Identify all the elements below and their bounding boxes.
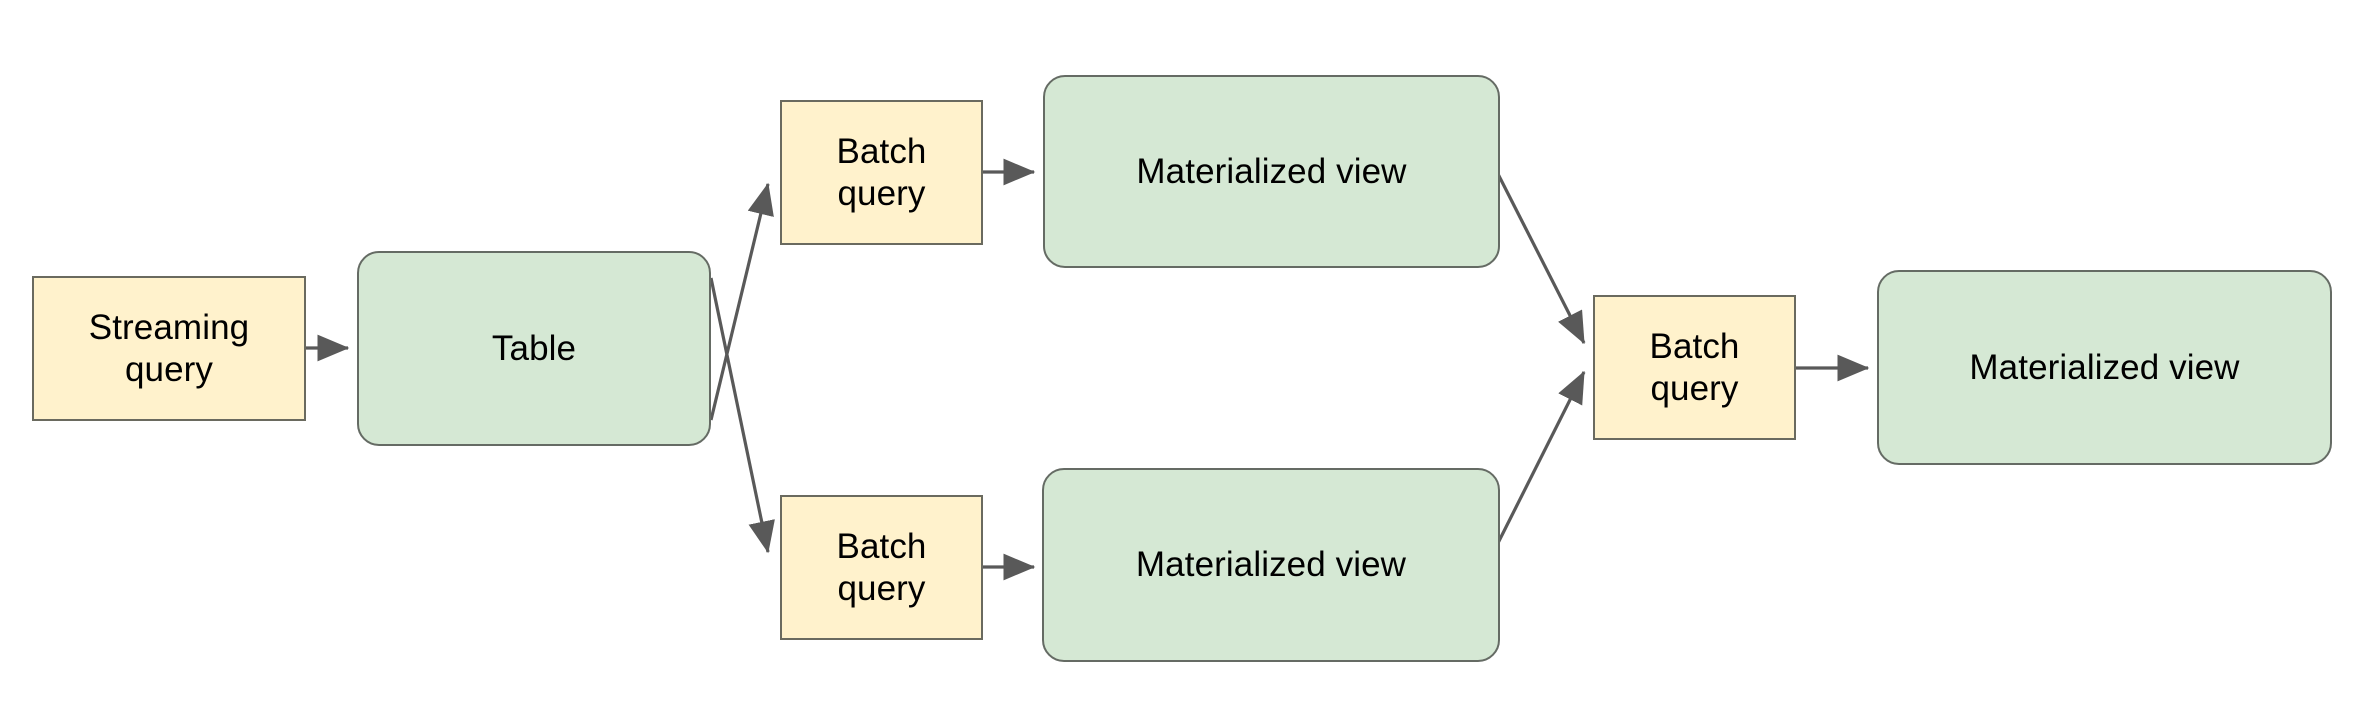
node-label: Table [491, 328, 577, 368]
node-batch-query-bottom[interactable]: Batch query [780, 495, 983, 640]
node-label: Materialized view [1135, 545, 1407, 585]
edge-edge-mv-bottom-to-batch-join [1495, 370, 1586, 546]
edge-edge-mv-top-to-batch-join [1495, 171, 1586, 345]
node-materialized-view-bottom[interactable]: Materialized view [1042, 468, 1500, 662]
node-batch-query-join[interactable]: Batch query [1593, 295, 1796, 440]
node-label: Materialized view [1969, 347, 2240, 387]
node-label: Materialized view [1136, 151, 1407, 191]
node-label: Batch query [836, 527, 927, 608]
node-label: Batch query [1649, 327, 1740, 408]
node-batch-query-top[interactable]: Batch query [780, 100, 983, 245]
node-label: Streaming query [88, 308, 250, 389]
node-materialized-view-top[interactable]: Materialized view [1043, 75, 1500, 268]
node-streaming-query[interactable]: Streaming query [32, 276, 306, 421]
edge-edge-table-to-batch-top [709, 182, 774, 421]
node-table[interactable]: Table [357, 251, 711, 446]
node-materialized-view-final[interactable]: Materialized view [1877, 270, 2332, 465]
node-label: Batch query [836, 132, 927, 213]
edge-edge-table-to-batch-bottom [709, 277, 775, 554]
